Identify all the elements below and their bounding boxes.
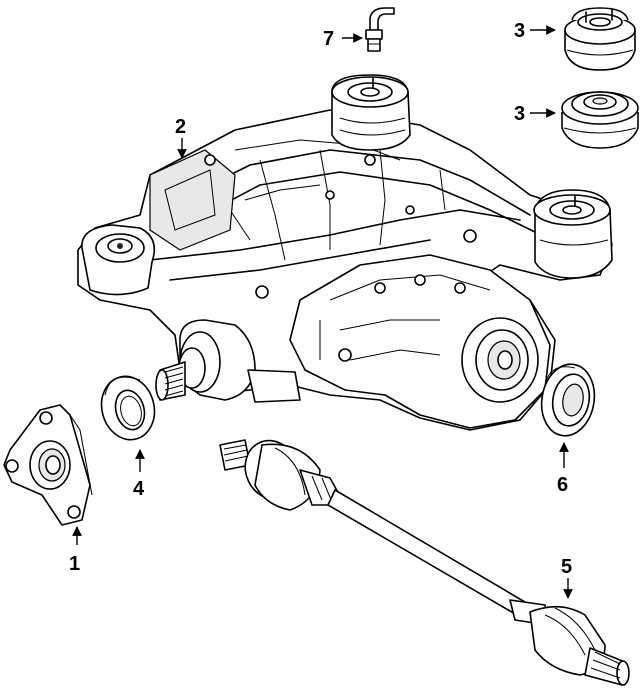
- callout-5: 5: [561, 556, 572, 578]
- callout-3a-group: 3: [514, 20, 556, 42]
- callout-1-group: 1: [69, 526, 82, 575]
- pinion-seal: [100, 375, 156, 441]
- callout-2: 2: [175, 116, 186, 138]
- callout-4-group: 4: [133, 449, 145, 500]
- callout-3-lower: 3: [514, 103, 525, 125]
- axle-shaft: [219, 439, 630, 686]
- subframe-mount-left: [81, 224, 156, 296]
- subframe-mount-right: [533, 189, 613, 279]
- mount-bushing-lower: [561, 91, 639, 149]
- vent-tube: [365, 7, 395, 52]
- callout-6-group: 6: [557, 442, 569, 496]
- callout-2-group: 2: [175, 116, 187, 159]
- callout-1: 1: [69, 553, 80, 575]
- pinion-input-shaft: [155, 319, 301, 403]
- subframe-mount-rear-upper: [331, 74, 411, 151]
- flex-coupling: [3, 404, 93, 526]
- callout-3b-group: 3: [514, 103, 556, 125]
- callout-7-group: 7: [323, 28, 363, 50]
- callout-3-upper: 3: [514, 20, 525, 42]
- callout-6: 6: [557, 474, 568, 496]
- callout-5-group: 5: [561, 556, 573, 599]
- differential-housing: [289, 254, 551, 429]
- callout-7: 7: [323, 28, 334, 50]
- subframe-differential-assembly: [77, 74, 613, 431]
- mount-bushing-upper: [564, 7, 636, 71]
- callout-4: 4: [133, 478, 145, 500]
- axle-seal: [540, 363, 596, 437]
